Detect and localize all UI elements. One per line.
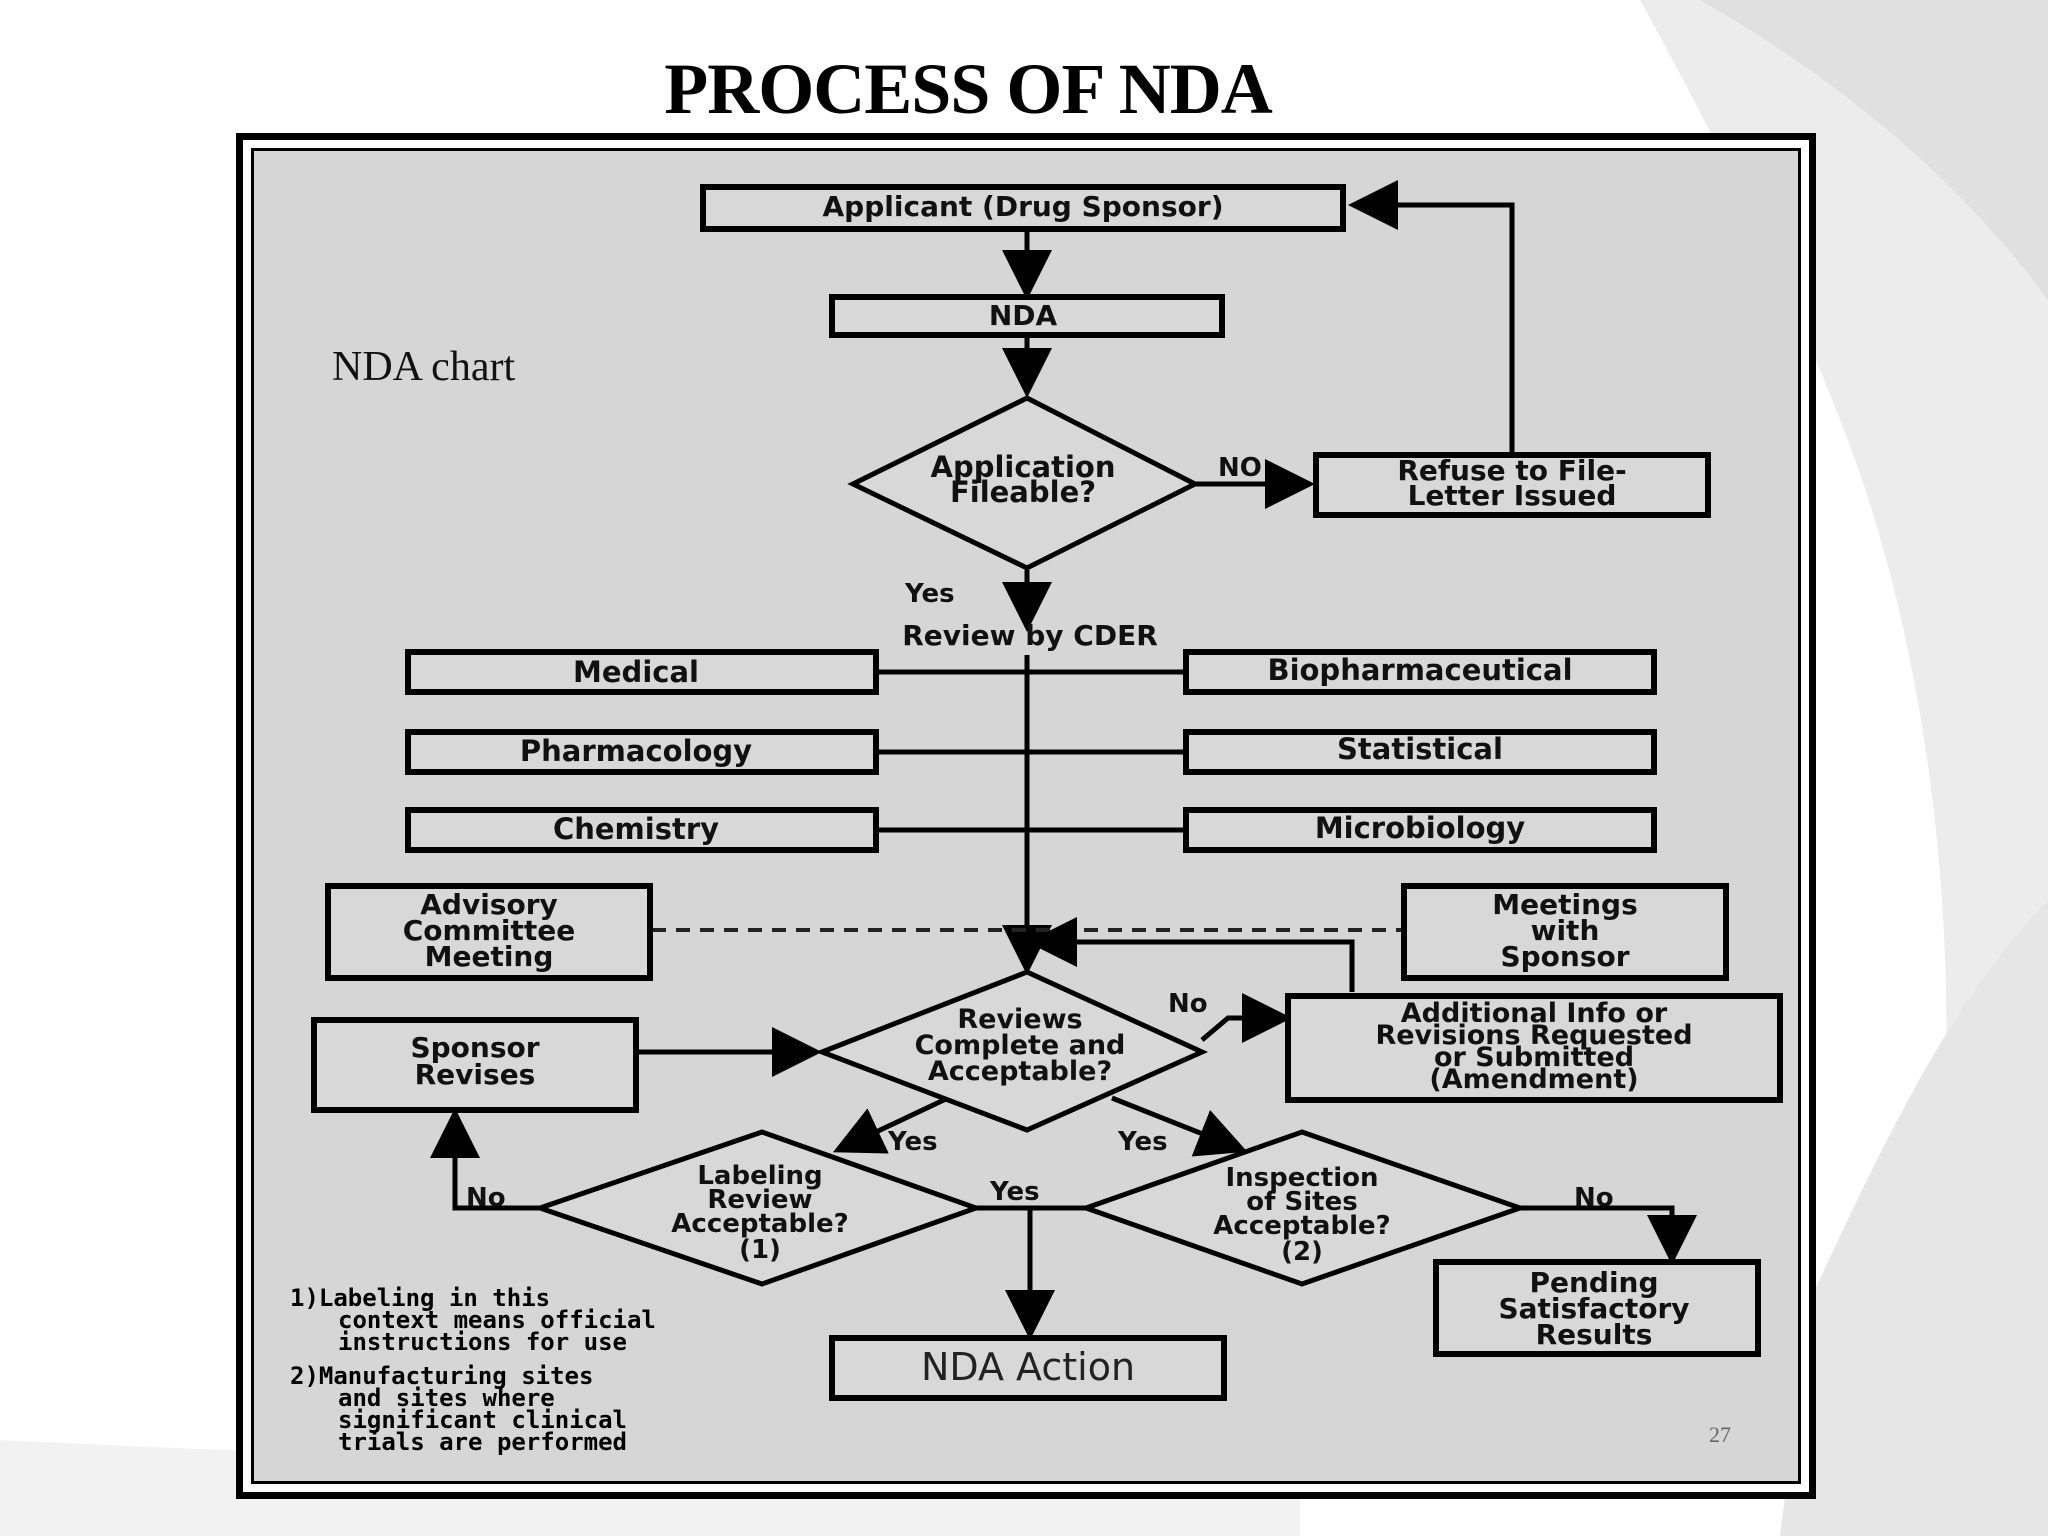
sponsor-revises-line-1: Sponsor	[410, 1031, 539, 1064]
inspection-line-1: Inspection	[1225, 1163, 1378, 1193]
nda-box: NDA	[829, 294, 1225, 338]
pharmacology-label: Pharmacology	[520, 734, 752, 768]
footnote-1-line-3: instructions for use	[338, 1328, 627, 1356]
sponsor-revises-box: Sponsor Revises	[311, 1017, 639, 1113]
nda-action-box: NDA Action	[829, 1335, 1227, 1401]
medical-box: Medical	[405, 649, 879, 695]
nda-label: NDA	[989, 299, 1058, 332]
edge-label-yes-left: Yes	[887, 1127, 938, 1157]
pharmacology-box: Pharmacology	[405, 729, 879, 775]
statistical-box: Statistical	[1183, 729, 1657, 775]
reviews-line-3: Acceptable?	[928, 1056, 1112, 1087]
additional-line-4: (Amendment)	[1429, 1064, 1638, 1095]
pending-line-2: Satisfactory	[1498, 1292, 1689, 1325]
arrow-reviews-yes-right	[1111, 1095, 1248, 1157]
chemistry-box: Chemistry	[405, 807, 879, 853]
arrow-reviews-yes-left	[832, 1095, 950, 1154]
edge-label-yes-center: Yes	[989, 1177, 1040, 1207]
footnote-2-line-1: 2)Manufacturing sites	[290, 1362, 593, 1390]
inspection-line-2: of Sites	[1246, 1187, 1357, 1217]
meetings-with-sponsor-box: Meetings with Sponsor	[1401, 883, 1729, 981]
footnote-1: 1)Labeling in this context means officia…	[290, 1284, 656, 1356]
arrow-labeling-no	[430, 1108, 540, 1211]
edge-label-fileable-yes: Yes	[904, 579, 955, 609]
sponsor-revises-line-2: Revises	[415, 1058, 536, 1091]
edge-label-inspection-no: No	[1574, 1183, 1614, 1213]
advisory-committee-box: Advisory Committee Meeting	[325, 883, 653, 981]
labeling-line-1: Labeling	[697, 1161, 822, 1191]
advisory-line-1: Advisory	[420, 888, 558, 921]
labeling-line-4: (1)	[739, 1235, 781, 1265]
chemistry-label: Chemistry	[553, 812, 719, 846]
chart-label: NDA chart	[332, 344, 516, 390]
connectors	[430, 180, 1697, 1340]
footnote-2-line-2: and sites where	[338, 1384, 555, 1412]
medical-label: Medical	[573, 655, 699, 689]
biopharmaceutical-box: Biopharmaceutical	[1183, 649, 1657, 695]
footnote-2-line-3: significant clinical	[338, 1406, 627, 1434]
footnote-1-line-2: context means official	[338, 1306, 656, 1334]
advisory-line-3: Meeting	[425, 940, 554, 973]
reviews-line-2: Complete and	[915, 1030, 1126, 1061]
inspection-line-4: (2)	[1281, 1237, 1323, 1267]
refuse-line-1: Refuse to File-	[1397, 454, 1626, 487]
additional-info-box: Additional Info or Revisions Requested o…	[1285, 993, 1783, 1103]
footnote-2-line-4: trials are performed	[338, 1428, 627, 1456]
biopharmaceutical-label: Biopharmaceutical	[1267, 653, 1572, 687]
edge-label-fileable-no: NO	[1218, 453, 1262, 483]
reviews-complete-diamond: Reviews Complete and Acceptable?	[815, 969, 1209, 1133]
pending-results-box: Pending Satisfactory Results	[1433, 1259, 1761, 1357]
footnote-1-line-1: 1)Labeling in this	[290, 1284, 550, 1312]
additional-line-3: or Submitted	[1434, 1042, 1634, 1073]
pending-line-1: Pending	[1529, 1266, 1658, 1299]
fileable-line-2: Fileable?	[950, 475, 1096, 509]
applicant-box: Applicant (Drug Sponsor)	[700, 184, 1346, 232]
arrow-amendment-to-review	[1027, 917, 1355, 992]
arrow-reviews-no	[1200, 993, 1292, 1043]
meetings-line-3: Sponsor	[1500, 940, 1629, 973]
meetings-line-2: with	[1531, 914, 1600, 947]
fileable-diamond: Application Fileable?	[847, 395, 1201, 571]
microbiology-label: Microbiology	[1315, 811, 1525, 845]
additional-line-2: Revisions Requested	[1375, 1020, 1692, 1051]
review-by-cder-label: Review by CDER	[902, 619, 1158, 652]
slide-title: PROCESS OF NDA	[664, 49, 1272, 129]
labeling-line-3: Acceptable?	[671, 1209, 848, 1239]
applicant-label: Applicant (Drug Sponsor)	[823, 190, 1224, 223]
advisory-line-2: Committee	[403, 914, 575, 947]
edge-label-yes-right: Yes	[1117, 1127, 1168, 1157]
nda-action-label: NDA Action	[921, 1345, 1135, 1389]
meetings-line-1: Meetings	[1492, 888, 1637, 921]
page-number: 27	[1709, 1422, 1731, 1447]
microbiology-box: Microbiology	[1183, 807, 1657, 853]
pending-line-3: Results	[1536, 1318, 1653, 1351]
reviews-line-1: Reviews	[957, 1004, 1082, 1035]
inspection-line-3: Acceptable?	[1213, 1211, 1390, 1241]
refuse-line-2: Letter Issued	[1408, 479, 1617, 512]
refuse-box: Refuse to File- Letter Issued	[1313, 452, 1711, 518]
footnote-2: 2)Manufacturing sites and sites where si…	[290, 1362, 627, 1456]
labeling-line-2: Review	[707, 1185, 812, 1215]
inspection-sites-diamond: Inspection of Sites Acceptable? (2)	[1078, 1129, 1528, 1287]
arrow-inspection-no	[1520, 1205, 1697, 1265]
fileable-line-1: Application	[931, 450, 1116, 484]
labeling-review-diamond: Labeling Review Acceptable? (1)	[532, 1129, 984, 1287]
additional-line-1: Additional Info or	[1401, 998, 1668, 1029]
edge-label-reviews-no: No	[1168, 989, 1208, 1019]
arrow-refuse-to-applicant	[1348, 180, 1515, 455]
statistical-label: Statistical	[1337, 732, 1503, 766]
edge-label-labeling-no: No	[466, 1183, 506, 1213]
